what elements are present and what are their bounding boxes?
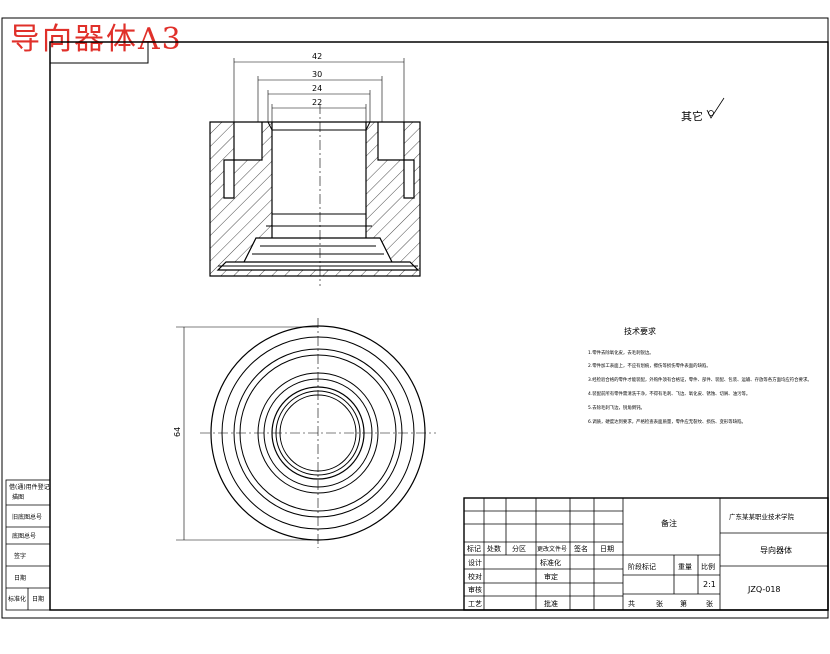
left-label: 签字	[14, 552, 26, 560]
sheet-label: 共	[628, 599, 635, 608]
left-label: 借(通)用件登记	[9, 483, 50, 491]
sheet-border	[1, 17, 829, 619]
rev-header: 日期	[600, 545, 614, 553]
dimension-label: 22	[312, 98, 322, 107]
left-label: 旧底图总号	[12, 513, 42, 521]
left-label: 标准化	[8, 595, 26, 603]
top-view	[176, 318, 436, 548]
title-block	[463, 497, 829, 611]
scale-value: 2:1	[703, 580, 716, 589]
part-name: 导向器体	[760, 545, 792, 555]
role-label: 工艺	[468, 600, 482, 608]
tech-req-item: 4.装配前所有零件需清洗干净，不得有毛刺、飞边、氧化皮、锈蚀、切屑、油污等。	[588, 390, 750, 397]
role-label: 批准	[544, 599, 558, 608]
left-label: 描图	[12, 493, 24, 501]
sheet-label: 张	[706, 599, 713, 608]
dimension-label: 64	[173, 427, 182, 437]
tech-req-item: 5.去除毛刺飞边，锐角倒钝。	[588, 404, 645, 411]
dimension-label: 42	[312, 52, 322, 61]
rev-header: 标记	[467, 544, 481, 553]
role-label: 校对	[468, 572, 482, 581]
sheet-label: 张	[656, 599, 663, 608]
page-title: 导向器体A3	[10, 22, 183, 57]
tech-req-heading: 技术要求	[624, 326, 656, 336]
left-info-block	[5, 479, 51, 611]
rev-header: 分区	[512, 544, 526, 553]
scale-label: 比例	[701, 562, 715, 571]
role-label: 标准化	[540, 558, 561, 567]
rev-header: 更改文件号	[537, 545, 567, 553]
weight-label: 重量	[678, 563, 692, 571]
dimension-label: 30	[312, 70, 322, 79]
left-label: 底图总号	[12, 532, 36, 540]
title-block-text: 标记 处数 分区 更改文件号 签名 日期 设计 校对 审核 工艺 标准化 审定 …	[467, 512, 795, 608]
tech-req-item: 1.零件去除氧化皮，去毛刺锐边。	[588, 349, 654, 356]
roughness-note: 其它	[681, 109, 703, 123]
left-info-labels: 借(通)用件登记 描图 旧底图总号 底图总号 签字 日期 标准化 日期	[8, 483, 50, 603]
rev-header: 处数	[487, 544, 501, 553]
role-label: 审定	[544, 572, 558, 581]
technical-requirements: 技术要求 1.零件去除氧化皮，去毛刺锐边。 2.零件加工表面上，不应有划痕，擦伤…	[588, 326, 812, 425]
left-label: 日期	[14, 574, 26, 582]
sheet-label: 第	[680, 599, 687, 608]
roughness-symbol: 其它	[681, 97, 725, 123]
left-label: 日期	[32, 595, 44, 603]
tech-req-item: 2.零件加工表面上，不应有划痕，擦伤等损伤零件表面的缺陷。	[588, 362, 711, 369]
drawing-number: JZQ-018	[747, 585, 781, 594]
role-label: 审核	[468, 585, 482, 594]
tech-req-item: 6.调质，硬度达到要求，严格检查表面质量，零件应无裂纹、损伤、变形等缺陷。	[588, 418, 746, 425]
stage-label: 阶段标记	[628, 562, 656, 571]
organization: 广东某某职业技术学院	[729, 512, 795, 521]
section-view: 42 30 24 22	[209, 52, 421, 286]
role-label: 设计	[468, 558, 482, 567]
material-label: 备注	[661, 518, 677, 528]
tech-req-item: 3.经检验合格的零件才能装配，外购件须有合格证，零件、部件、装配、包装、运输、存…	[588, 376, 812, 383]
rev-header: 签名	[574, 544, 588, 553]
dimension-label: 24	[312, 84, 322, 93]
